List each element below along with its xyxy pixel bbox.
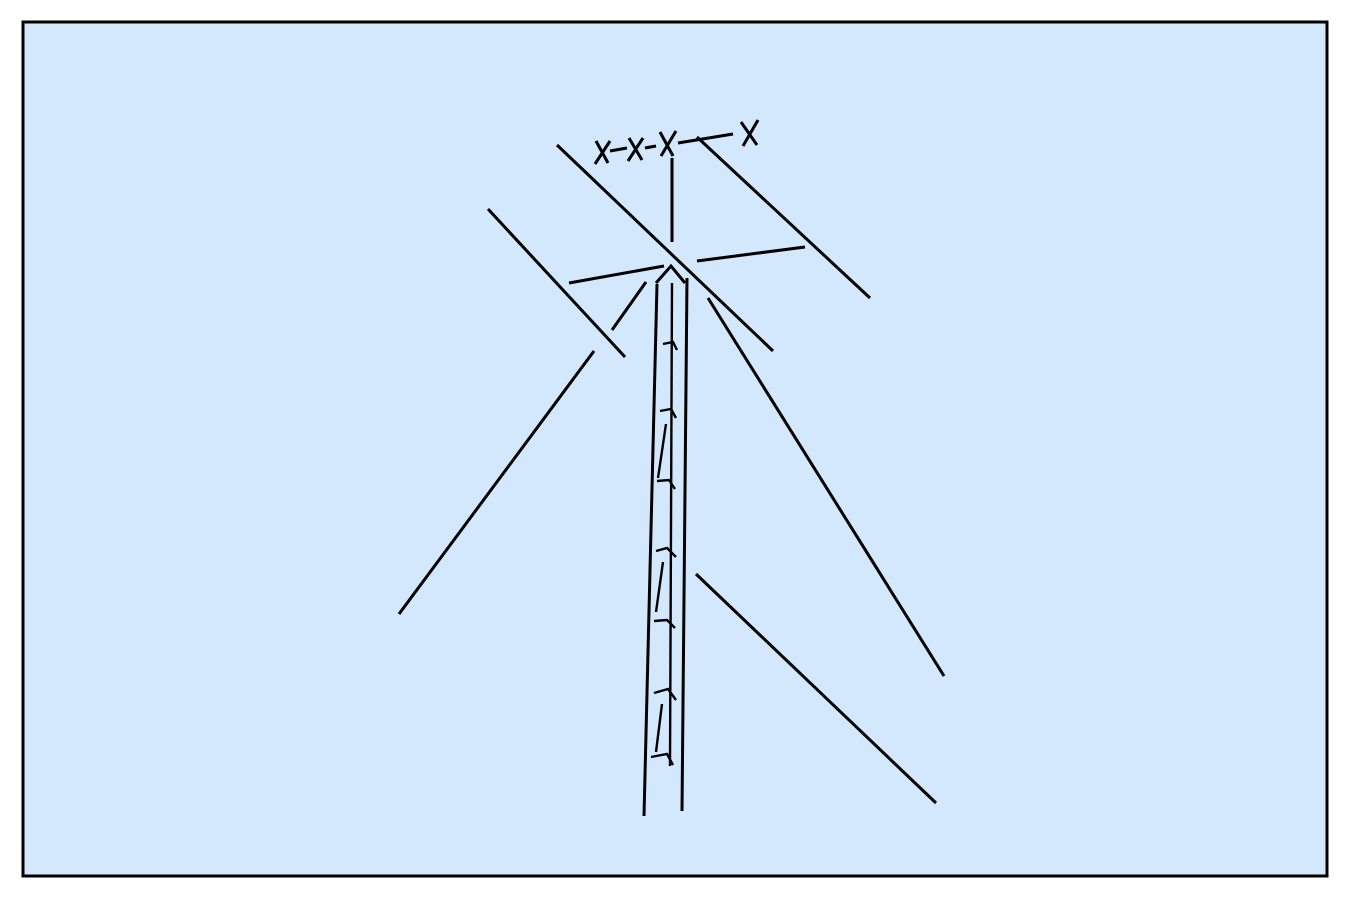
tower-leg-left — [642, 283, 659, 817]
top-wire-segment — [677, 132, 734, 145]
crossbar-left — [568, 264, 665, 285]
left-element — [486, 207, 627, 359]
top-wire — [593, 119, 760, 165]
insulator-x-mark — [593, 140, 612, 165]
top-chevron — [654, 263, 687, 284]
tower — [642, 277, 689, 817]
tower-leg-right — [680, 277, 689, 812]
top-wire-segment — [644, 144, 657, 150]
insulator-x-mark — [658, 130, 678, 157]
diagonal-boom — [555, 143, 775, 353]
sky-panel — [21, 20, 1329, 878]
tower-inner-leg — [668, 282, 674, 767]
tower-lattice — [650, 340, 679, 766]
right-element — [695, 135, 872, 300]
crossbar-right — [696, 245, 806, 263]
left-stub — [610, 281, 648, 331]
guy-wire-right — [706, 297, 946, 677]
insulator-x-mark — [739, 119, 760, 147]
top-wire-segment — [609, 146, 628, 153]
guy-wire-lower-right — [694, 572, 938, 805]
guy-wire-left — [397, 350, 596, 615]
insulator-x-mark — [626, 137, 645, 162]
